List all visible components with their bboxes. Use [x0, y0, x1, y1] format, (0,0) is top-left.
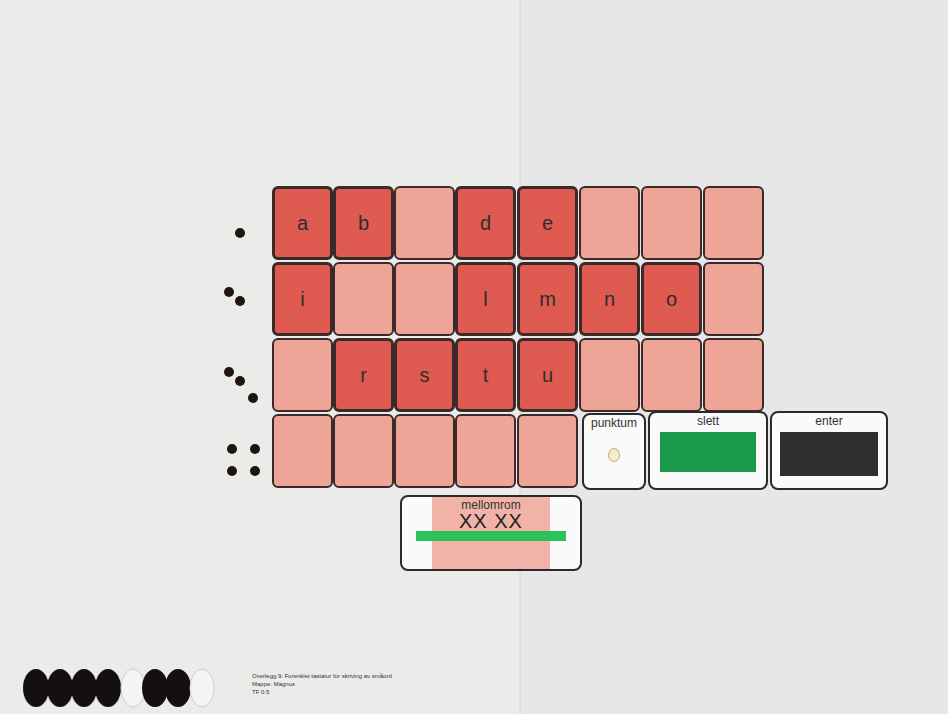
- key-label: enter: [815, 414, 842, 428]
- key-label: s: [420, 364, 430, 387]
- blank-key: [704, 187, 763, 259]
- blank-key: [395, 339, 454, 411]
- blank-key: [518, 187, 577, 259]
- letter-key: u: [518, 339, 577, 411]
- key-label: punktum: [591, 416, 637, 430]
- letter-key: d: [456, 187, 515, 259]
- blank-key: [334, 187, 393, 259]
- blank-key: [273, 339, 332, 411]
- letter-key: l: [456, 263, 515, 335]
- key-label: i: [300, 288, 304, 311]
- letter-key: b: [334, 187, 393, 259]
- letter-key: m: [518, 263, 577, 335]
- blank-key: [395, 415, 454, 487]
- blank-key: [334, 415, 393, 487]
- key-label: o: [666, 288, 677, 311]
- punktum-key: punktum: [582, 413, 646, 490]
- letter-key: s: [395, 339, 454, 411]
- footer-note: Mappe: Magnus: [252, 681, 295, 688]
- blank-key: [580, 339, 639, 411]
- key-label: l: [483, 288, 487, 311]
- blank-key: [642, 263, 701, 335]
- letter-key: t: [456, 339, 515, 411]
- key-label: slett: [697, 414, 719, 428]
- blank-key: [518, 263, 577, 335]
- blank-key: [395, 263, 454, 335]
- key-label: a: [297, 212, 308, 235]
- blank-key: [642, 339, 701, 411]
- key-label: m: [539, 288, 556, 311]
- blank-key: [456, 263, 515, 335]
- key-label: b: [358, 212, 369, 235]
- key-symbol: XX XX: [459, 514, 523, 528]
- letter-key: i: [273, 263, 332, 335]
- key-label: mellomrom: [461, 498, 520, 512]
- blank-key: [456, 187, 515, 259]
- letter-key: a: [273, 187, 332, 259]
- letter-key: n: [580, 263, 639, 335]
- key-label: r: [360, 364, 367, 387]
- key-mark: [608, 448, 620, 462]
- blank-key: [580, 263, 639, 335]
- blank-key: [273, 187, 332, 259]
- key-mark: [660, 432, 756, 472]
- blank-key: [395, 187, 454, 259]
- blank-key: [704, 339, 763, 411]
- letter-key: o: [642, 263, 701, 335]
- blank-key: [456, 339, 515, 411]
- blank-key: [518, 339, 577, 411]
- blank-key: [273, 263, 332, 335]
- blank-key: [518, 415, 577, 487]
- letter-key: e: [518, 187, 577, 259]
- key-label: e: [542, 212, 553, 235]
- key-label: n: [604, 288, 615, 311]
- key-label: t: [483, 364, 489, 387]
- blank-key: [334, 339, 393, 411]
- key-label: d: [480, 212, 491, 235]
- key-label: u: [542, 364, 553, 387]
- blank-key: [580, 187, 639, 259]
- key-mark: [416, 531, 566, 541]
- space-key: mellomrom XX XX: [400, 495, 582, 571]
- footer-note: Overlegg 9: Forenklet tastatur for skriv…: [252, 673, 392, 680]
- slett-key: slett: [648, 411, 768, 490]
- footer-note: TF 0.5: [252, 689, 269, 696]
- letter-key: r: [334, 339, 393, 411]
- blank-key: [334, 263, 393, 335]
- enter-key: enter: [770, 411, 888, 490]
- key-mark: [780, 432, 878, 476]
- blank-key: [704, 263, 763, 335]
- blank-key: [456, 415, 515, 487]
- blank-key: [642, 187, 701, 259]
- blank-key: [273, 415, 332, 487]
